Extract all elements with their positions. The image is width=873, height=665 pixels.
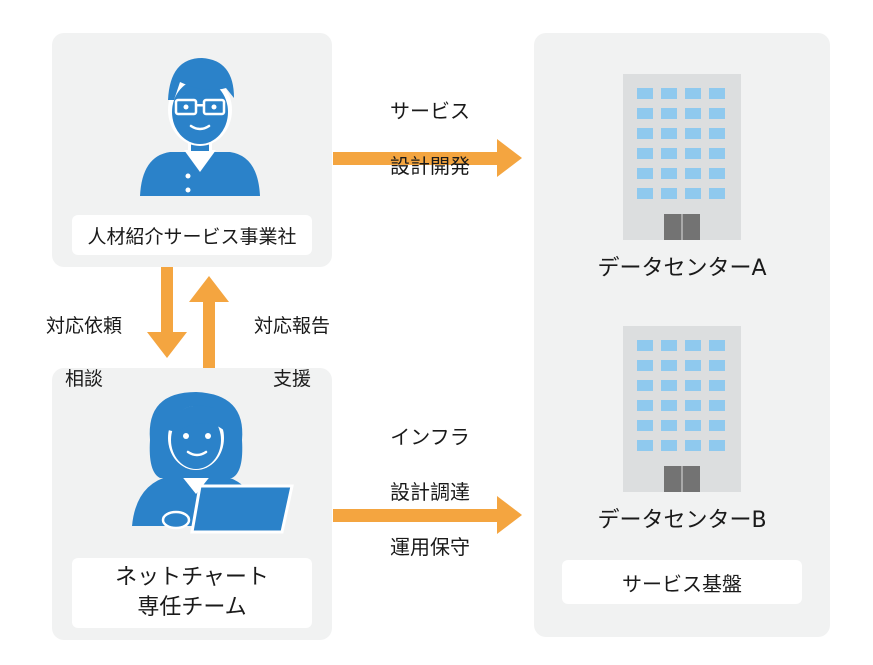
office-building-icon: [623, 74, 741, 240]
agency-label-box: 人材紹介サービス事業社: [72, 215, 312, 255]
building-window: [709, 340, 725, 351]
building-window: [661, 188, 677, 199]
report-line2: 支援: [272, 367, 311, 390]
platform-label: サービス基盤: [622, 571, 742, 596]
building-window: [637, 88, 653, 99]
building-window: [685, 188, 701, 199]
building-window: [709, 360, 725, 371]
building-window: [661, 88, 677, 99]
building-window: [637, 148, 653, 159]
building-window: [637, 168, 653, 179]
man-with-glasses-icon: [140, 58, 260, 196]
building-window: [685, 168, 701, 179]
building-window: [637, 188, 653, 199]
building-window: [709, 440, 725, 451]
report-up-arrow: [189, 276, 229, 368]
building-window: [661, 440, 677, 451]
building-window: [661, 400, 677, 411]
building-window: [637, 380, 653, 391]
building-window: [709, 168, 725, 179]
woman-with-laptop-icon: [132, 392, 294, 534]
building-window: [709, 148, 725, 159]
building-window: [709, 400, 725, 411]
building-window: [661, 360, 677, 371]
building-window: [661, 108, 677, 119]
infra-line2: 設計調達: [390, 479, 470, 504]
office-building-icon: [623, 326, 741, 492]
building-window: [685, 340, 701, 351]
building-window: [661, 148, 677, 159]
building-window: [685, 148, 701, 159]
building-window: [709, 128, 725, 139]
building-window: [685, 420, 701, 431]
service-design-line1: サービス: [390, 98, 470, 123]
building-window: [637, 360, 653, 371]
report-line1: 対応報告: [253, 315, 330, 338]
infra-line1: インフラ: [390, 424, 470, 449]
building-window: [709, 420, 725, 431]
request-line2: 相談: [64, 367, 103, 390]
building-window: [709, 108, 725, 119]
team-label-box: ネットチャート 専任チーム: [72, 558, 312, 628]
datacenter-b-label: データセンターB: [597, 508, 767, 533]
platform-label-box: サービス基盤: [562, 560, 802, 604]
building-window: [637, 420, 653, 431]
infra-flow-label: インフラ 設計調達 運用保守: [360, 396, 500, 589]
service-design-arrow: [333, 139, 522, 177]
service-design-line2: 設計開発: [390, 153, 470, 178]
building-window: [709, 88, 725, 99]
building-window: [685, 400, 701, 411]
request-line1: 対応依頼: [45, 315, 122, 338]
building-window: [637, 108, 653, 119]
building-window: [661, 128, 677, 139]
building-window: [685, 360, 701, 371]
infra-line3: 運用保守: [390, 534, 470, 559]
request-down-arrow: [147, 267, 187, 358]
service-design-flow-label: サービス 設計開発: [360, 70, 500, 208]
team-label-line2: 専任チーム: [137, 595, 247, 620]
building-window: [685, 128, 701, 139]
building-window: [661, 420, 677, 431]
agency-label: 人材紹介サービス事業社: [87, 225, 297, 248]
infra-arrow: [333, 496, 522, 534]
building-window: [709, 188, 725, 199]
building-window: [685, 440, 701, 451]
building-window: [637, 400, 653, 411]
report-flow-label: 対応報告 支援: [232, 287, 352, 418]
building-window: [661, 340, 677, 351]
building-window: [637, 128, 653, 139]
team-label-line1: ネットチャート: [115, 565, 269, 591]
building-window: [685, 88, 701, 99]
datacenter-a-label: データセンターA: [597, 256, 767, 281]
building-window: [637, 440, 653, 451]
building-window: [685, 380, 701, 391]
building-window: [637, 340, 653, 351]
building-window: [685, 108, 701, 119]
building-window: [661, 380, 677, 391]
building-window: [661, 168, 677, 179]
building-window: [709, 380, 725, 391]
request-flow-label: 対応依頼 相談: [24, 287, 144, 418]
